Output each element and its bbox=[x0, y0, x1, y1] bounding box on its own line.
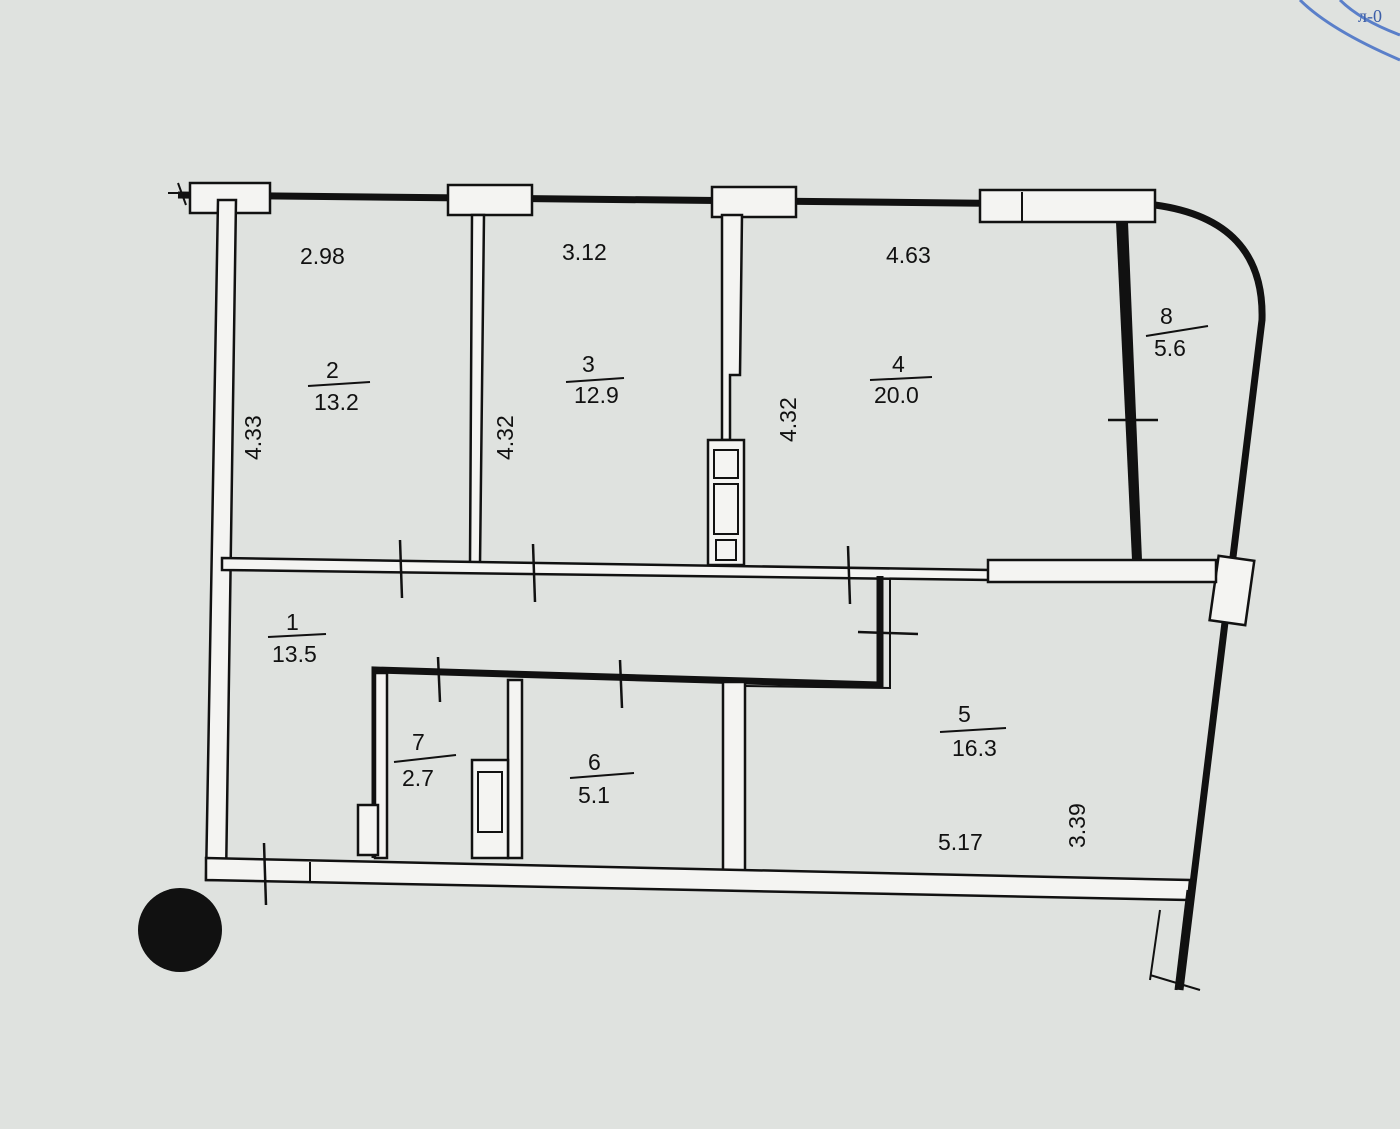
svg-text:4: 4 bbox=[892, 351, 905, 377]
window bbox=[710, 185, 798, 219]
partition-wall bbox=[506, 678, 524, 860]
dimension-label: 5.17 bbox=[938, 829, 983, 855]
svg-text:2: 2 bbox=[326, 357, 339, 383]
exterior-wall-bottom bbox=[204, 856, 1192, 902]
svg-text:20.0: 20.0 bbox=[874, 382, 919, 408]
svg-text:5.1: 5.1 bbox=[578, 782, 610, 808]
room-label-8: 8 5.6 bbox=[1145, 303, 1209, 361]
svg-text:12.9: 12.9 bbox=[574, 382, 619, 408]
svg-text:13.5: 13.5 bbox=[272, 641, 317, 667]
balcony-curved-wall bbox=[1154, 201, 1266, 991]
svg-text:6: 6 bbox=[588, 749, 601, 775]
stamp-seal: л-0 bbox=[1298, 0, 1400, 62]
svg-text:7: 7 bbox=[412, 729, 425, 755]
balcony-window bbox=[1208, 554, 1256, 627]
svg-text:3: 3 bbox=[582, 351, 595, 377]
exterior-wall-left bbox=[204, 198, 238, 882]
partition-wall bbox=[721, 680, 747, 890]
dimension-label: 3.12 bbox=[562, 239, 607, 265]
svg-text:13.2: 13.2 bbox=[314, 389, 359, 415]
riser-marker bbox=[138, 888, 222, 972]
sink-fixture bbox=[356, 803, 380, 857]
room-label-2: 2 13.2 bbox=[307, 357, 371, 415]
window bbox=[446, 183, 534, 217]
partition-wall bbox=[720, 213, 744, 442]
dimension-label: 3.39 bbox=[1064, 803, 1090, 848]
dimension-label: 4.33 bbox=[240, 415, 266, 460]
dimension-label: 4.32 bbox=[492, 415, 518, 460]
dimension-label: 2.98 bbox=[300, 243, 345, 269]
window bbox=[978, 188, 1157, 224]
balcony-partition bbox=[1116, 222, 1142, 560]
svg-text:2.7: 2.7 bbox=[402, 765, 434, 791]
room-label-1: 1 13.5 bbox=[267, 609, 327, 667]
room-label-7: 7 2.7 bbox=[393, 729, 457, 791]
svg-text:8: 8 bbox=[1160, 303, 1173, 329]
corridor-wall bbox=[220, 556, 992, 582]
svg-text:16.3: 16.3 bbox=[952, 735, 997, 761]
svg-text:5: 5 bbox=[958, 701, 971, 727]
room-label-5: 5 16.3 bbox=[939, 701, 1007, 761]
dimension-label: 4.63 bbox=[886, 242, 931, 268]
room-label-4: 4 20.0 bbox=[869, 351, 933, 408]
stamp-text: л-0 bbox=[1358, 6, 1382, 26]
dimension-label: 4.32 bbox=[775, 397, 801, 442]
exterior-wall-top bbox=[168, 181, 1157, 224]
wall-segment bbox=[986, 558, 1218, 584]
svg-text:5.6: 5.6 bbox=[1154, 335, 1186, 361]
partition-wall bbox=[468, 213, 486, 567]
room-label-6: 6 5.1 bbox=[569, 749, 635, 808]
room-label-3: 3 12.9 bbox=[565, 351, 625, 408]
svg-text:1: 1 bbox=[286, 609, 299, 635]
